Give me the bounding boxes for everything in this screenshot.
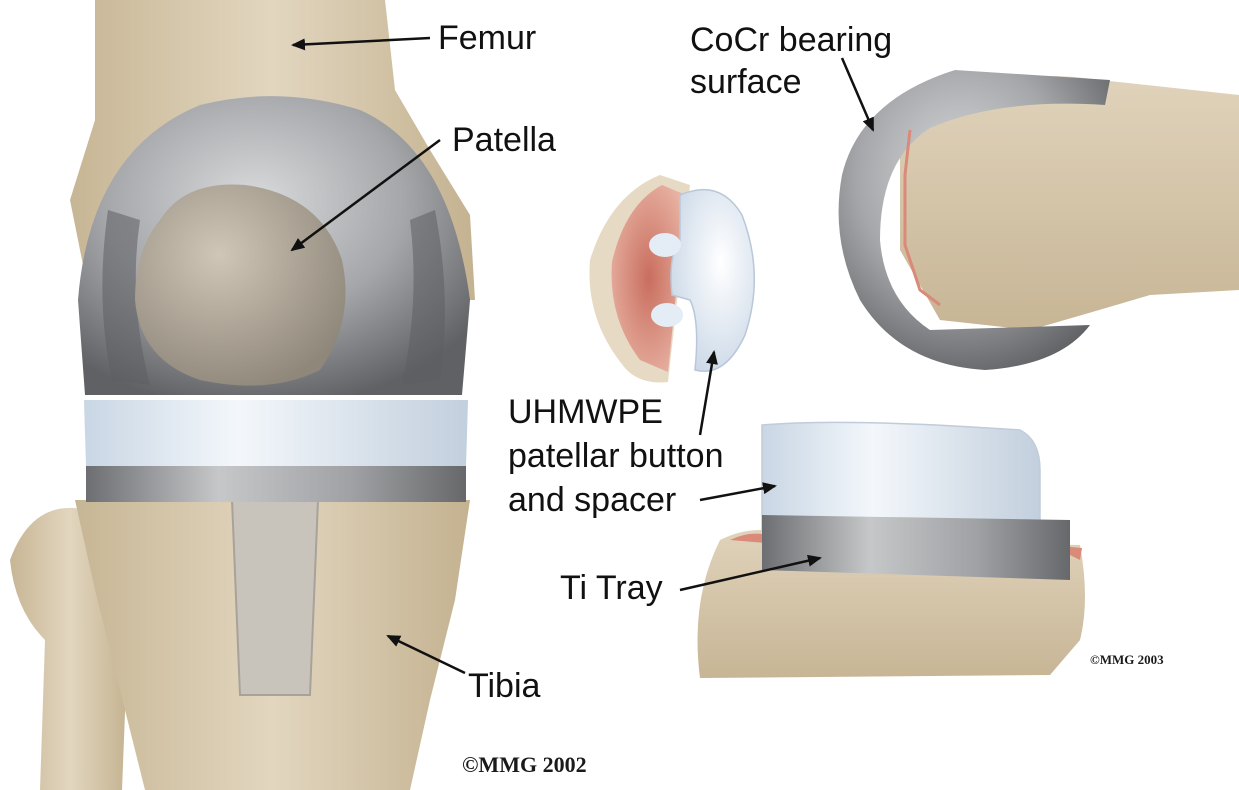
lateral-tibia-illustration (698, 422, 1086, 678)
patellar-button-illustration (589, 175, 754, 382)
frontal-knee-illustration (10, 0, 475, 790)
poly-insert-lateral (762, 422, 1040, 530)
cocr-label-line1: CoCr bearing (690, 20, 892, 60)
cocr-label-line2: surface (690, 62, 802, 102)
tibia-label: Tibia (468, 666, 540, 706)
cocr-arrow (842, 58, 873, 130)
lateral-femur-illustration (839, 70, 1239, 370)
femur-label: Femur (438, 18, 536, 58)
patellar-button (671, 190, 754, 372)
ti-tray-label: Ti Tray (560, 568, 663, 608)
patella-label: Patella (452, 120, 556, 160)
poly-insert (84, 400, 468, 466)
copyright-right: ©MMG 2003 (1090, 652, 1164, 668)
copyright-left: ©MMG 2002 (462, 752, 587, 778)
uhmwpe-label-line1: UHMWPE (508, 392, 663, 432)
tibial-tray (86, 466, 466, 502)
tibial-stem (232, 500, 318, 695)
uhmwpe-label-line2: patellar button (508, 436, 724, 476)
tibial-tray-lateral (762, 515, 1070, 580)
uhmwpe-label-line3: and spacer (508, 480, 676, 520)
